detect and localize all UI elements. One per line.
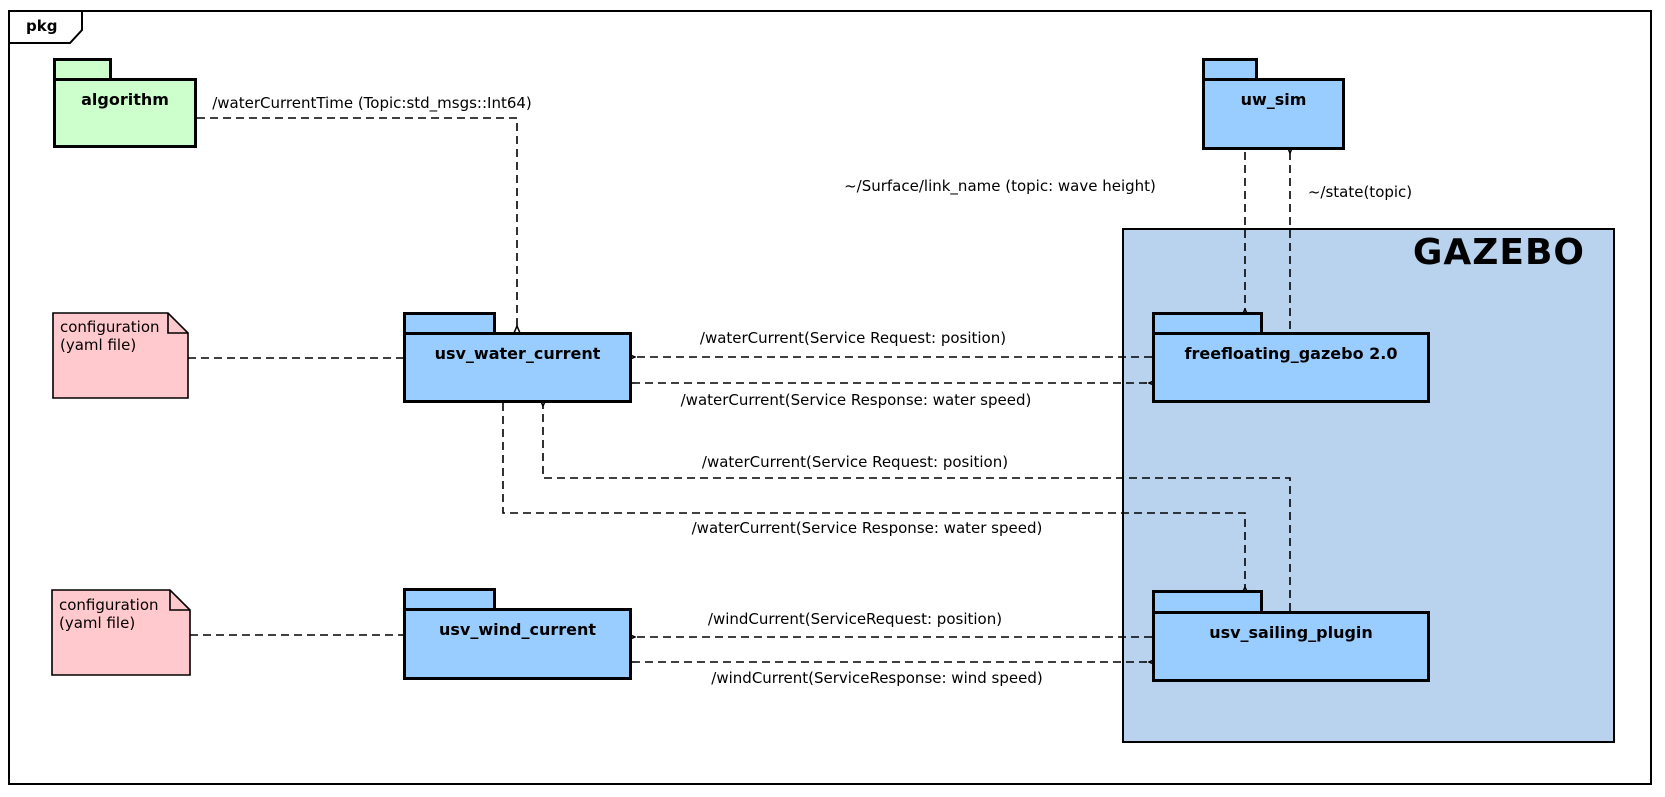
label-water-response-sail: /waterCurrent(Service Response: water sp… — [691, 519, 1043, 537]
label-water-request-sail: /waterCurrent(Service Request: position) — [701, 453, 1009, 471]
pkg-frame-tab — [8, 10, 83, 44]
label-wind-request: /windCurrent(ServiceRequest: position) — [707, 610, 1003, 628]
package-freefloating-gazebo-label: freefloating_gazebo 2.0 — [1184, 344, 1398, 363]
label-surface-link-name: ~/Surface/link_name (topic: wave height) — [844, 177, 1156, 195]
package-uw-sim-label: uw_sim — [1240, 90, 1307, 109]
label-water-current-time: /waterCurrentTime (Topic:std_msgs::Int64… — [212, 94, 532, 112]
config-note-bottom-line1: configuration — [59, 596, 159, 614]
package-algorithm-label: algorithm — [81, 90, 169, 109]
label-water-response-ff: /waterCurrent(Service Response: water sp… — [680, 391, 1032, 409]
config-note-top-line2: (yaml file) — [60, 336, 137, 354]
label-water-request-ff: /waterCurrent(Service Request: position) — [699, 329, 1007, 347]
label-state-topic: ~/state(topic) — [1307, 183, 1413, 201]
package-usv-sailing-plugin-label: usv_sailing_plugin — [1209, 623, 1373, 642]
pkg-frame-label: pkg — [26, 17, 58, 35]
config-note-top-line1: configuration — [60, 318, 160, 336]
config-note-top-text: configuration (yaml file) — [60, 318, 160, 354]
package-usv-wind-current-label: usv_wind_current — [439, 620, 596, 639]
connector-water-response-sail — [502, 403, 1245, 587]
config-note-top-fold — [167, 313, 188, 334]
label-wind-response: /windCurrent(ServiceResponse: wind speed… — [711, 669, 1043, 687]
package-usv-water-current-label: usv_water_current — [434, 344, 601, 363]
config-note-bottom-text: configuration (yaml file) — [59, 596, 159, 632]
config-note-bottom-line2: (yaml file) — [59, 614, 136, 632]
connector-water-current-time — [197, 117, 517, 326]
gazebo-container-label: GAZEBO — [1412, 232, 1585, 273]
config-note-bottom-shape[interactable] — [51, 589, 191, 676]
config-note-bottom-fold — [169, 590, 190, 611]
config-note-top-shape[interactable] — [52, 312, 189, 399]
connector-water-request-sail — [543, 406, 1291, 611]
